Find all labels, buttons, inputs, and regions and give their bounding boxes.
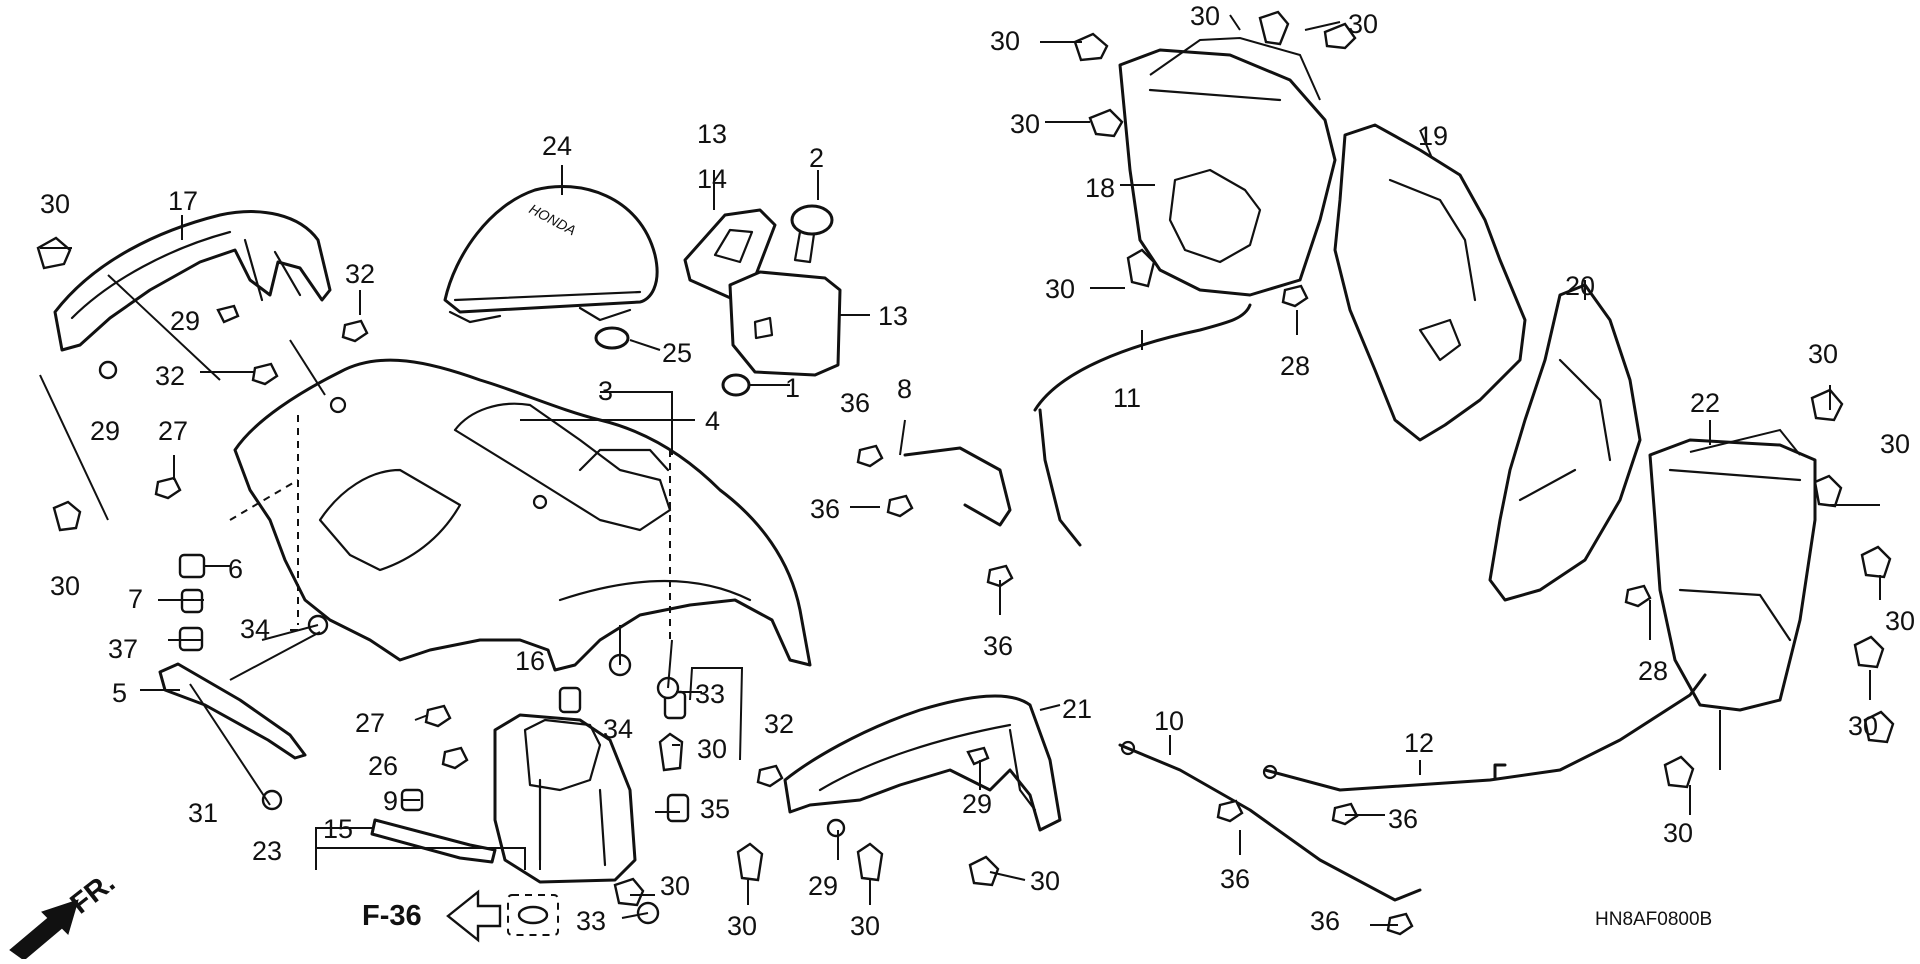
page-reference-label: F-36 [362, 900, 422, 932]
callout-30: 30 [40, 189, 70, 219]
part-13-box [728, 270, 842, 377]
leader-lines [39, 14, 1881, 926]
callout-29: 29 [962, 789, 992, 819]
callout-6: 6 [228, 554, 243, 584]
callout-36: 36 [1388, 804, 1418, 834]
callout-23: 23 [252, 836, 282, 866]
callout-31: 31 [188, 798, 218, 828]
part-5-trim [158, 662, 307, 760]
callout-30: 30 [1808, 339, 1838, 369]
callout-30: 30 [1880, 429, 1910, 459]
callout-30: 30 [850, 911, 880, 941]
callout-30: 30 [1190, 1, 1220, 31]
callout-12: 12 [1404, 728, 1434, 758]
callout-3: 3 [598, 376, 613, 406]
callout-18: 18 [1085, 173, 1115, 203]
callout-28: 28 [1280, 351, 1310, 381]
part-11-rod [1033, 303, 1252, 547]
part-23-tool-box [493, 713, 637, 884]
part-18-side-panel [1118, 48, 1337, 297]
left-arrow-icon [446, 889, 502, 943]
part-25-grommet [594, 326, 630, 350]
callout-30: 30 [1348, 9, 1378, 39]
callouts: 30 17 32 29 32 29 27 30 6 7 37 34 5 31 2… [40, 1, 1915, 941]
callout-30: 30 [990, 26, 1020, 56]
callout-25: 25 [662, 338, 692, 368]
callout-33: 33 [695, 679, 725, 709]
part-1-rubber [721, 373, 751, 397]
callout-32: 32 [345, 259, 375, 289]
diagram-code: HN8AF0800B [1595, 909, 1712, 930]
callout-15: 15 [323, 814, 353, 844]
part-15-strap [370, 818, 497, 864]
part-2-cap [790, 204, 834, 264]
callout-35: 35 [700, 794, 730, 824]
callout-29: 29 [808, 871, 838, 901]
callout-30: 30 [660, 871, 690, 901]
front-direction-indicator: FR. [9, 867, 121, 961]
part-21-inner-fender [783, 694, 1062, 832]
callout-16: 16 [515, 646, 545, 676]
callout-32: 32 [764, 709, 794, 739]
callout-30: 30 [727, 911, 757, 941]
callout-20: 20 [1565, 271, 1595, 301]
callout-30: 30 [1010, 109, 1040, 139]
callout-34: 34 [240, 614, 270, 644]
callout-5: 5 [112, 678, 127, 708]
part-20-rear-guard [1488, 283, 1642, 602]
part-17-left-inner-fender [53, 210, 332, 352]
callout-7: 7 [128, 584, 143, 614]
callout-8: 8 [897, 374, 912, 404]
callout-17: 17 [168, 186, 198, 216]
callout-27: 27 [158, 416, 188, 446]
callout-13: 13 [697, 119, 727, 149]
callout-36: 36 [1310, 906, 1340, 936]
callout-32: 32 [155, 361, 185, 391]
callout-36: 36 [1220, 864, 1250, 894]
callout-24: 24 [542, 131, 572, 161]
part-8-bracket [903, 446, 1012, 527]
callout-9: 9 [383, 786, 398, 816]
callout-36: 36 [810, 494, 840, 524]
front-arrow-icon [9, 899, 79, 961]
callout-30: 30 [1030, 866, 1060, 896]
part-22-side-panel [1648, 438, 1817, 712]
callout-30: 30 [1848, 711, 1878, 741]
callout-29: 29 [170, 306, 200, 336]
callout-37: 37 [108, 634, 138, 664]
callout-29: 29 [90, 416, 120, 446]
callout-19: 19 [1418, 121, 1448, 151]
callout-10: 10 [1154, 706, 1184, 736]
callout-2: 2 [809, 143, 824, 173]
callout-30: 30 [1045, 274, 1075, 304]
callout-22: 22 [1690, 388, 1720, 418]
part-10-rod [1118, 740, 1422, 902]
part-24-cover: HONDA [443, 185, 659, 324]
callout-28: 28 [1638, 656, 1668, 686]
callout-30: 30 [697, 734, 727, 764]
callout-27: 27 [355, 708, 385, 738]
callout-14: 14 [697, 164, 727, 194]
hidden-lines [229, 415, 671, 640]
callout-13: 13 [878, 301, 908, 331]
callout-33: 33 [576, 906, 606, 936]
page-reference: F-36 [362, 889, 502, 943]
callout-36: 36 [983, 631, 1013, 661]
callout-4: 4 [705, 406, 720, 436]
callout-30: 30 [1663, 818, 1693, 848]
callout-11: 11 [1113, 383, 1141, 413]
part-4-front-fender [233, 358, 812, 672]
callout-26: 26 [368, 751, 398, 781]
part-12-rod [1262, 673, 1707, 792]
callout-1: 1 [785, 373, 800, 403]
callout-36: 36 [840, 388, 870, 418]
callout-21: 21 [1062, 694, 1092, 724]
callout-30: 30 [1885, 606, 1915, 636]
part-19-guard [1333, 123, 1527, 442]
callout-34: 34 [603, 714, 633, 744]
callout-30: 30 [50, 571, 80, 601]
